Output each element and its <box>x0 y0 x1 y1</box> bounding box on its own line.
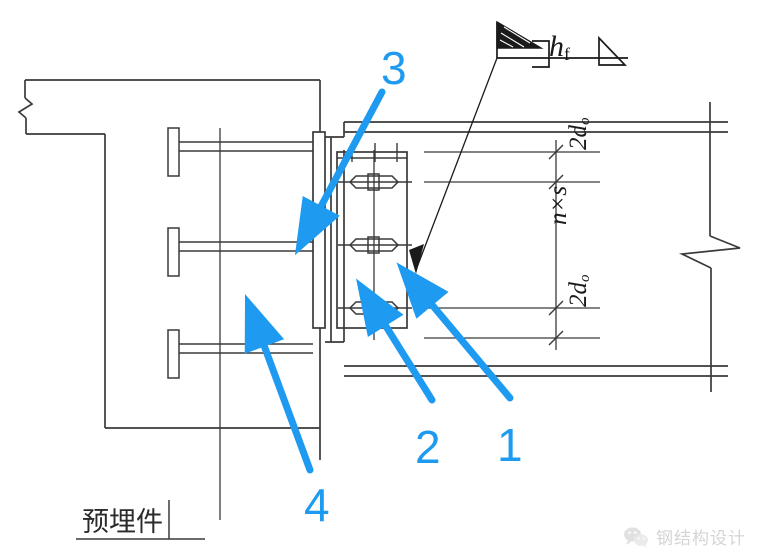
dimension-tick-marks <box>548 144 564 346</box>
callout-number-2: 2 <box>415 421 441 473</box>
concrete-wall-outline <box>17 79 321 429</box>
callout-number-3: 3 <box>381 42 407 94</box>
anchor-stud-group <box>167 127 313 379</box>
beam-web-dimension-lines <box>424 140 600 350</box>
callout-number-1: 1 <box>497 419 523 471</box>
steel-beam-section <box>343 121 728 377</box>
callout-arrow-1 <box>396 262 514 402</box>
anchor-stud-2 <box>167 227 313 277</box>
watermark: 钢结构设计 <box>623 524 746 549</box>
anchor-stud-3 <box>167 329 313 379</box>
bolt-2 <box>338 236 412 254</box>
watermark-text: 钢结构设计 <box>656 529 746 549</box>
callout-number-4: 4 <box>304 479 330 531</box>
bolt-1 <box>338 173 412 191</box>
beam-break-line <box>678 102 741 392</box>
embedded-plate <box>312 131 326 460</box>
anchor-stud-1 <box>167 127 313 177</box>
weld-symbol-group <box>496 20 628 68</box>
callout-arrow-4 <box>244 294 314 474</box>
weld-leader-line <box>409 57 498 274</box>
callout-arrow-2 <box>356 278 436 404</box>
embedded-part-label-underline <box>76 500 205 540</box>
wechat-icon <box>624 527 648 548</box>
callout-arrow-3 <box>294 88 386 256</box>
bolt-3 <box>338 299 412 317</box>
